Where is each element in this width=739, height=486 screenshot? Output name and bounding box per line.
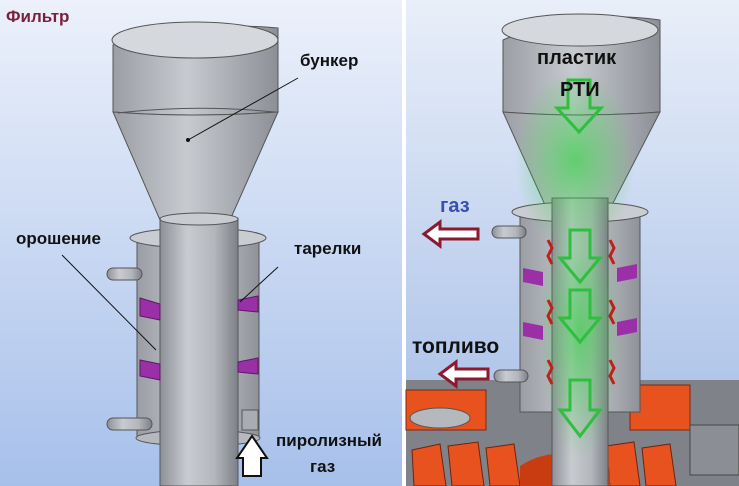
label-plastic: пластик xyxy=(537,47,617,69)
label-fuel: топливо xyxy=(412,335,500,358)
label-spraying: орошение xyxy=(16,229,101,248)
diagram-title: Фильтр xyxy=(6,7,70,26)
label-plates: тарелки xyxy=(294,239,362,258)
left-panel xyxy=(0,0,402,486)
label-gas: газ xyxy=(440,195,470,217)
label-bunker: бункер xyxy=(300,51,359,70)
right-panel xyxy=(405,0,739,486)
label-pyrolysis-gas-1: пиролизный xyxy=(276,431,383,450)
label-pyrolysis-gas-2: газ xyxy=(310,457,336,476)
label-rti: РТИ xyxy=(560,79,600,101)
